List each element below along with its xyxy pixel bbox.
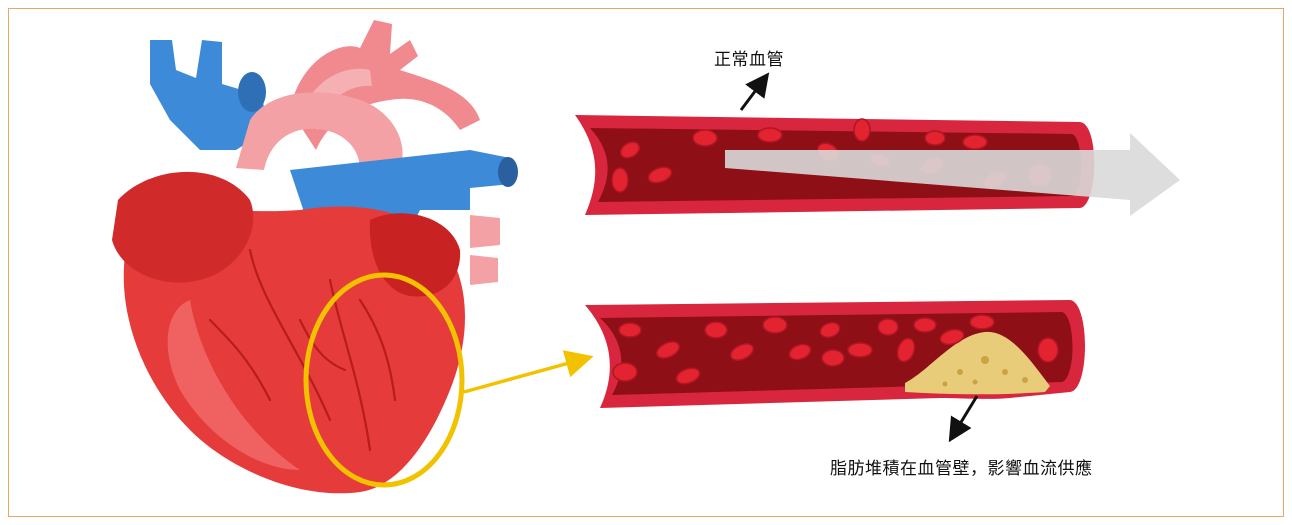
normal-artery-illustration	[575, 115, 1180, 216]
label-normal-vessel: 正常血管	[714, 45, 784, 70]
arrow-down-left-icon	[955, 396, 977, 432]
right-pink-vessels	[470, 215, 500, 285]
arrow-up-right-icon	[741, 82, 762, 110]
label-plaque-buildup: 脂肪堆積在血管壁，影響血流供應	[830, 454, 1093, 479]
vena-cava-opening	[238, 72, 266, 112]
arrow-right-icon	[464, 360, 580, 392]
pulmonary-vein-opening	[498, 157, 518, 187]
narrowed-artery-illustration	[585, 300, 1085, 408]
